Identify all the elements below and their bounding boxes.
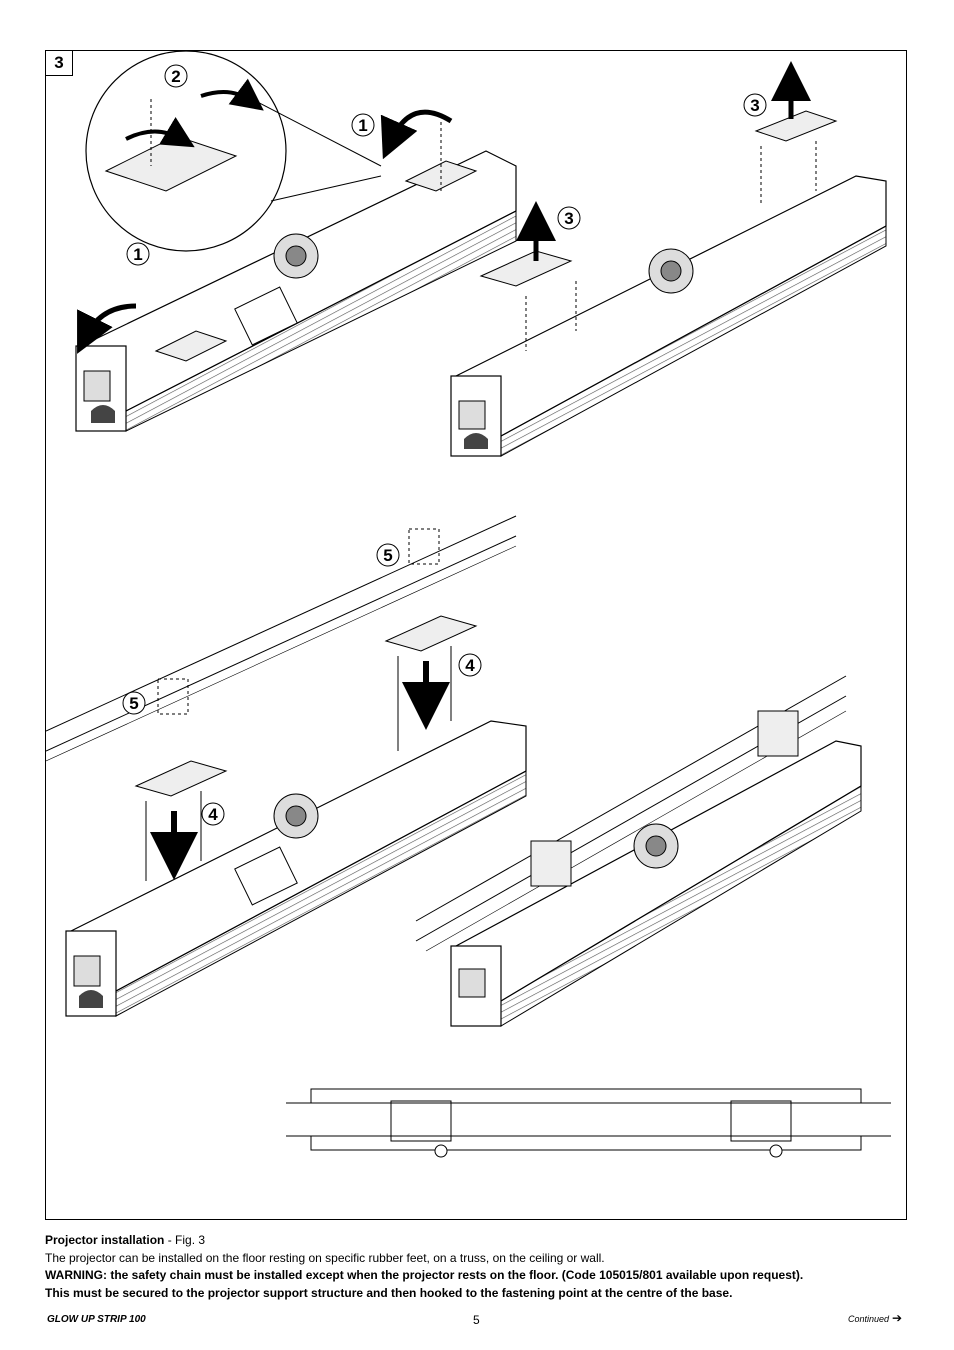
arrow-right-icon: ➔: [892, 1311, 903, 1325]
svg-text:1: 1: [133, 245, 142, 264]
callout-step-1a: 1: [351, 113, 375, 137]
caption-warning-2: This must be secured to the projector su…: [45, 1285, 733, 1300]
callout-step-5a: 5: [376, 543, 400, 567]
footer-continued: Continued➔: [848, 1311, 902, 1325]
svg-text:4: 4: [208, 805, 218, 824]
caption-line-1: The projector can be installed on the fl…: [45, 1250, 605, 1265]
fixture-top-left: [75, 121, 517, 432]
footer-continued-label: Continued: [848, 1314, 890, 1324]
caption: Projector installation - Fig. 3 The proj…: [45, 1232, 907, 1302]
fixture-bottom-right: [415, 675, 862, 1027]
caption-title-suffix: - Fig. 3: [164, 1233, 206, 1247]
figure-number: 3: [46, 51, 73, 76]
callout-step-3a: 3: [743, 93, 767, 117]
callout-step-4b: 4: [201, 802, 225, 826]
svg-text:5: 5: [129, 694, 138, 713]
fixture-bottom-left: [46, 515, 527, 1017]
svg-text:1: 1: [358, 116, 367, 135]
callout-step-3b: 3: [557, 206, 581, 230]
svg-text:3: 3: [564, 209, 573, 228]
caption-title-line: Projector installation - Fig. 3: [45, 1232, 907, 1250]
callout-step-2: 2: [164, 64, 188, 88]
callout-step-5b: 5: [122, 691, 146, 715]
svg-text:3: 3: [750, 96, 759, 115]
svg-text:2: 2: [171, 67, 180, 86]
callout-step-1b: 1: [126, 242, 150, 266]
caption-warning-1: WARNING: the safety chain must be instal…: [45, 1268, 804, 1282]
svg-text:5: 5: [383, 546, 392, 565]
fixture-top-right: [450, 110, 887, 457]
installation-drawing: 2 1 1 3 3 5 4 5: [46, 51, 891, 1158]
callout-step-4a: 4: [458, 653, 482, 677]
figure-frame: 2 1 1 3 3 5 4 5: [45, 50, 907, 1220]
side-view: [286, 1088, 891, 1158]
footer-page-number: 5: [473, 1313, 480, 1327]
svg-text:4: 4: [465, 656, 475, 675]
caption-title: Projector installation: [45, 1233, 165, 1247]
footer-product-name: GLOW UP STRIP 100: [47, 1314, 146, 1325]
detail-magnifier: [85, 51, 382, 252]
